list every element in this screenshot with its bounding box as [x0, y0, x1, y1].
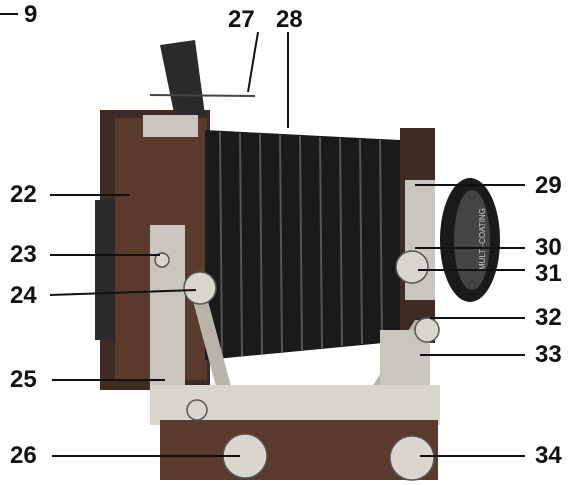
callout-33: 33: [535, 341, 562, 368]
callout-28: 28: [276, 6, 303, 33]
bellows: [205, 130, 415, 360]
callout-31: 31: [535, 260, 562, 287]
callout-30: 30: [535, 234, 562, 261]
rear-support-arm: [150, 225, 232, 390]
callout-27: 27: [228, 6, 255, 33]
callout-29: 29: [535, 172, 562, 199]
callout-24: 24: [10, 282, 37, 309]
callout-32: 32: [535, 304, 562, 331]
knobs: [154, 250, 440, 481]
callout-23: 23: [10, 241, 37, 268]
callout-34: 34: [535, 442, 562, 469]
leader-lines: [0, 13, 525, 457]
callout-22: 22: [10, 181, 37, 208]
lens: [440, 178, 500, 302]
top-strap: [143, 40, 256, 137]
callout-26: 26: [10, 442, 37, 469]
callout-9: 9: [24, 1, 38, 28]
front-standard: [400, 128, 435, 343]
callout-25: 25: [10, 366, 37, 393]
lens-brand-text: MULTI-COATING: [478, 208, 487, 270]
